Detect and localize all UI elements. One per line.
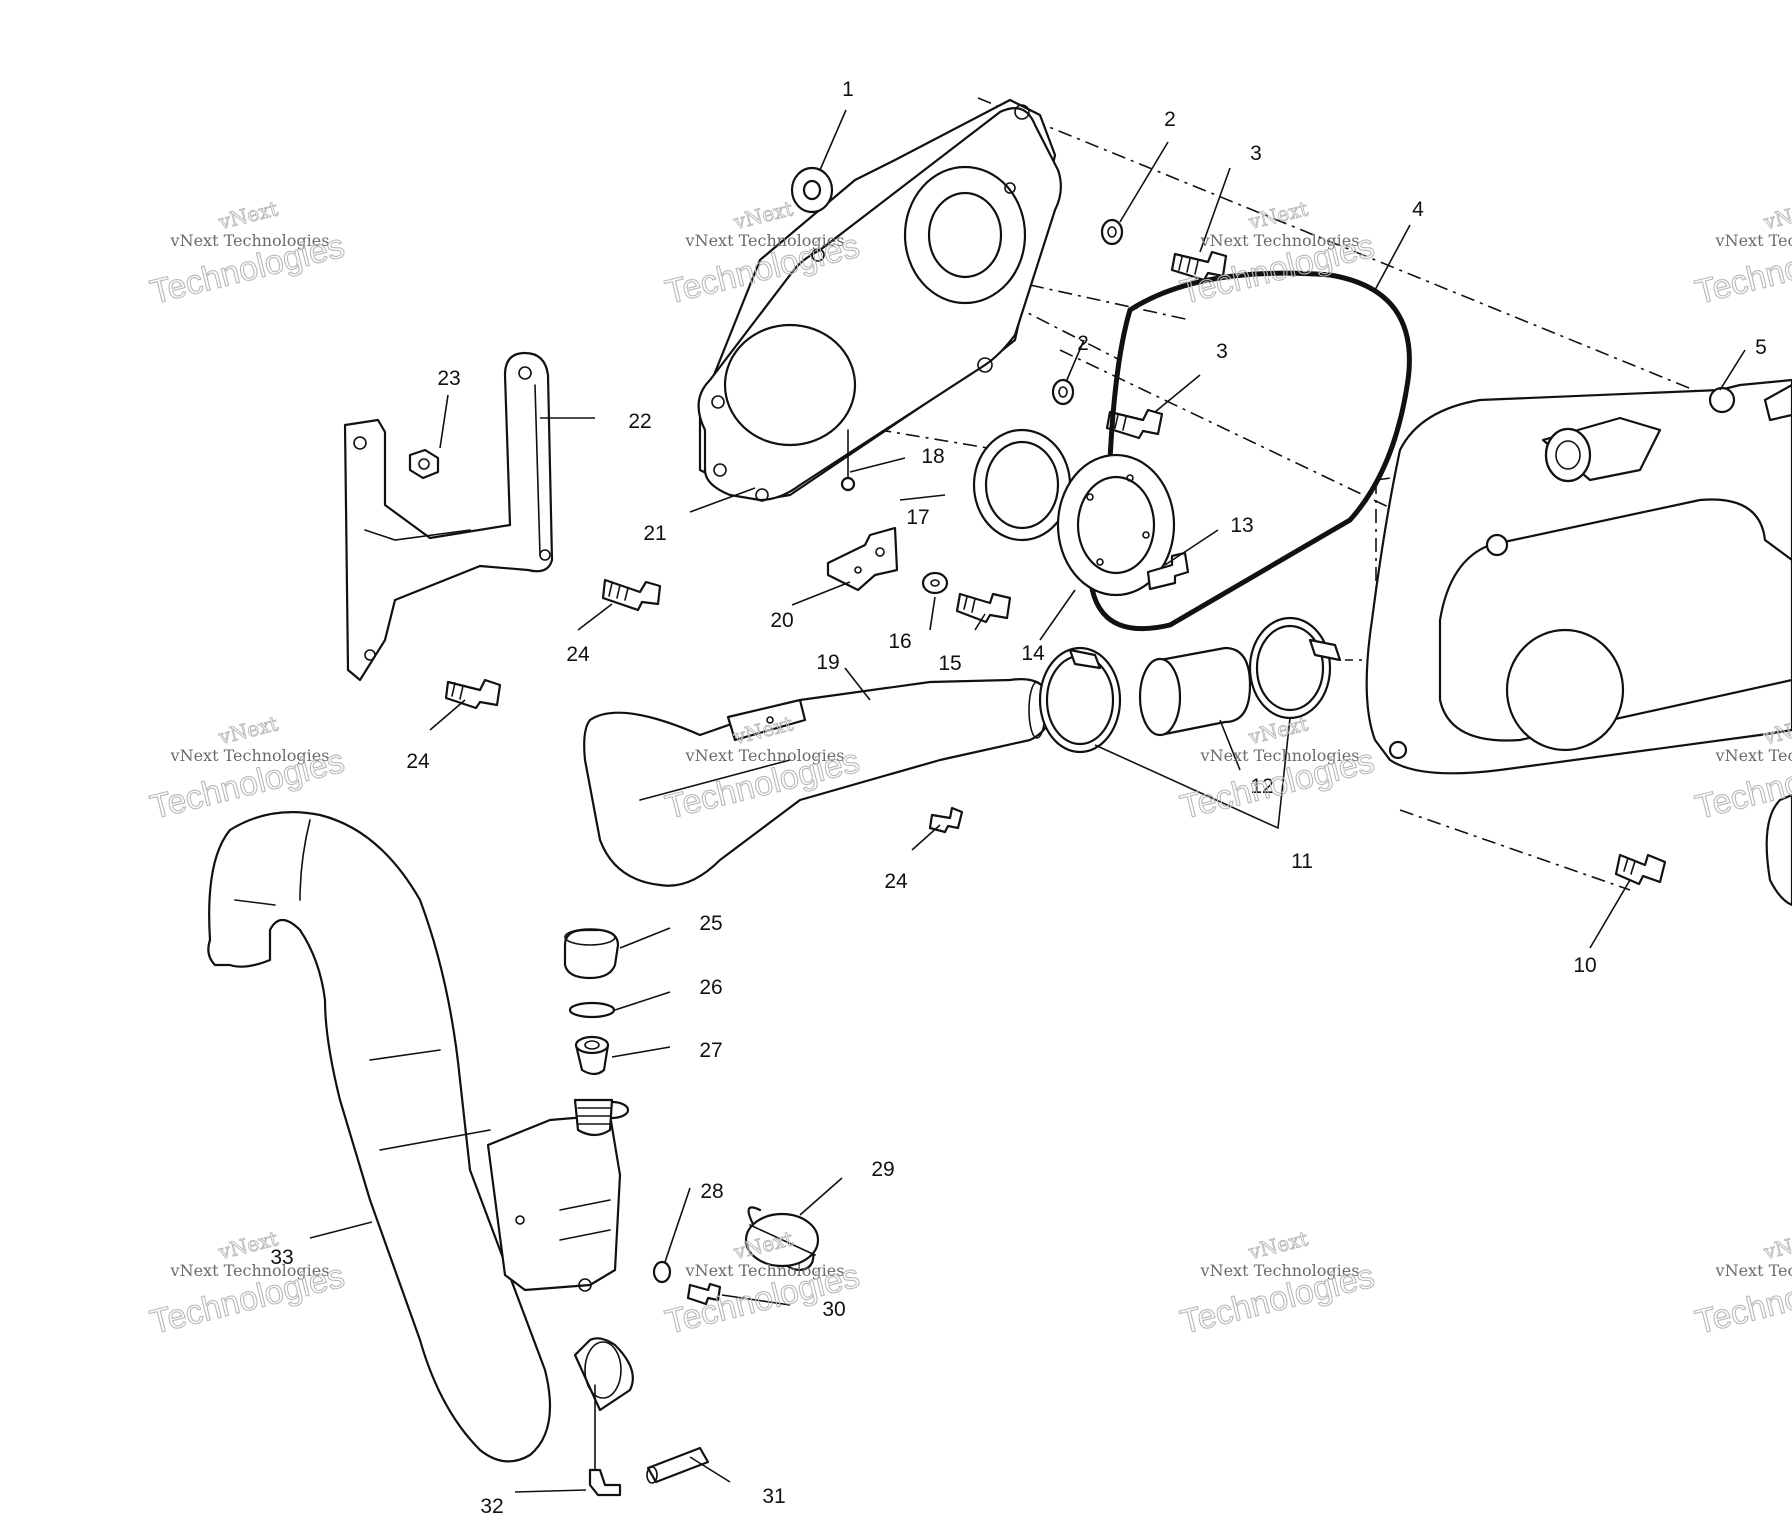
filler-neck: [573, 1098, 614, 1137]
callout-1: 1: [842, 78, 854, 101]
watermark-line2: vNext Technologies: [1200, 231, 1360, 250]
watermark-line2: vNext Technologies: [170, 746, 330, 765]
callout-22: 22: [628, 410, 651, 433]
washer: [1100, 218, 1124, 246]
watermark-line2: vNext Technologies: [170, 1261, 330, 1280]
bolt: [601, 578, 662, 612]
washer: [652, 1260, 672, 1284]
watermark-line1: vNext: [215, 711, 280, 749]
washer: [1051, 378, 1075, 406]
watermark-line2: vNext Technologies: [170, 231, 330, 250]
band-clamp: [744, 1206, 820, 1272]
mounting-bracket: [343, 351, 554, 682]
callout-19: 19: [816, 651, 839, 674]
cap: [563, 928, 620, 980]
cover-plate: [697, 98, 1062, 502]
watermark-line1: vNext: [1245, 1226, 1310, 1264]
bolt: [1146, 551, 1190, 591]
rubber-coupler: [1138, 646, 1252, 737]
callout-32: 32: [480, 1495, 503, 1518]
callout-30: 30: [822, 1298, 845, 1321]
watermark-line1: vNext: [1760, 1226, 1792, 1264]
callout-2: 2: [1077, 332, 1089, 355]
hose-clamp: [1038, 646, 1122, 754]
callout-27: 27: [699, 1039, 722, 1062]
fitting: [574, 1035, 610, 1076]
callout-15: 15: [938, 652, 961, 675]
callout-23: 23: [437, 367, 460, 390]
watermark-line2: vNext Technologies: [1715, 746, 1792, 765]
muffler: [207, 811, 634, 1463]
hose: [646, 1446, 710, 1484]
watermark-line2: vNext Technologies: [1715, 1261, 1792, 1280]
nut: [408, 448, 440, 480]
bolt: [686, 1282, 722, 1306]
washer: [790, 166, 834, 214]
callout-31: 31: [762, 1485, 785, 1508]
callout-10: 10: [1573, 954, 1596, 977]
callout-5: 5: [1755, 336, 1767, 359]
callout-2: 2: [1164, 108, 1176, 131]
callout-3: 3: [1250, 142, 1262, 165]
callout-21: 21: [643, 522, 666, 545]
pin: [840, 429, 856, 492]
seal: [972, 428, 1072, 542]
callout-20: 20: [770, 609, 793, 632]
bolt: [1105, 408, 1164, 440]
small-bracket: [826, 526, 899, 592]
watermark-line2: vNext Technologies: [1715, 231, 1792, 250]
watermark-line2: vNext Technologies: [685, 746, 845, 765]
callout-25: 25: [699, 912, 722, 935]
callout-29: 29: [871, 1158, 894, 1181]
callout-16: 16: [888, 630, 911, 653]
callout-14: 14: [1021, 642, 1045, 665]
watermark-line2: vNext Technologies: [685, 1261, 845, 1280]
watermark-line2: vNext Technologies: [1200, 1261, 1360, 1280]
callout-17: 17: [906, 506, 929, 529]
watermark-line1: vNext: [730, 196, 795, 234]
watermark-line1: vNext: [215, 196, 280, 234]
callout-4: 4: [1412, 198, 1424, 221]
watermark-line1: vNext: [1245, 711, 1310, 749]
bolt: [444, 678, 502, 710]
watermark-line1: vNext: [1760, 196, 1792, 234]
elbow-fitting: [588, 1384, 622, 1497]
clutch-housing: [1365, 378, 1792, 907]
leader-lines: [309, 109, 1746, 1493]
bolt: [955, 592, 1012, 624]
callout-24: 24: [406, 750, 430, 773]
washer: [921, 571, 949, 595]
hose-clamp: [1248, 616, 1342, 720]
callout-24: 24: [884, 870, 908, 893]
callout-12: 12: [1250, 775, 1273, 798]
callout-28: 28: [700, 1180, 723, 1203]
callout-11: 11: [1291, 850, 1313, 873]
callout-18: 18: [921, 445, 944, 468]
sprocket-plate: [1056, 453, 1176, 597]
watermark-line2: vNext Technologies: [685, 231, 845, 250]
callout-26: 26: [699, 976, 722, 999]
bolt: [1614, 853, 1667, 886]
watermark-line2: vNext Technologies: [1200, 746, 1360, 765]
o-ring: [568, 1001, 616, 1019]
watermark-line1: vNext: [1245, 196, 1310, 234]
exhaust-pipe: [583, 678, 1052, 887]
callout-24: 24: [566, 643, 590, 666]
bolt: [928, 806, 964, 834]
callout-33: 33: [270, 1246, 293, 1269]
callout-13: 13: [1230, 514, 1253, 537]
callout-3: 3: [1216, 340, 1228, 363]
